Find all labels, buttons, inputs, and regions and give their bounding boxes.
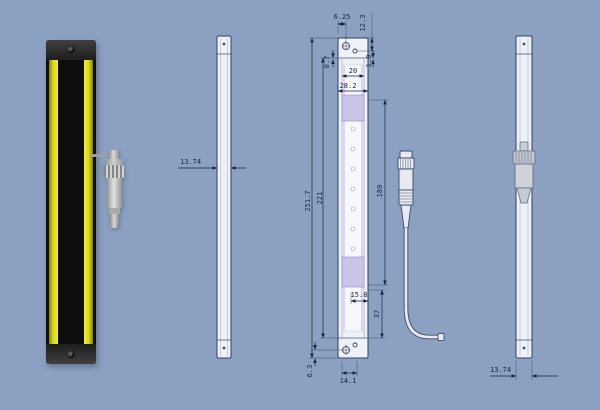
front-body <box>337 37 369 359</box>
side-view-right: 13.74 <box>490 35 558 380</box>
cable-stub <box>90 154 106 157</box>
end-screw-dot <box>222 346 226 350</box>
connector-nub <box>109 150 119 159</box>
connector-ring <box>105 159 123 165</box>
m12-connector <box>102 150 126 228</box>
bottom-end-cap <box>46 344 96 364</box>
window-block-top <box>341 94 365 122</box>
led-dots <box>350 126 356 252</box>
dim-bottom-section-label: 37 <box>373 310 381 318</box>
dim-total-length-label: 251.7 <box>304 190 312 211</box>
dim-side-width-label: 13.74 <box>490 366 511 374</box>
connector-knurled-ring <box>104 165 124 178</box>
product-render-view <box>40 38 170 373</box>
top-end-cap <box>46 40 96 60</box>
end-screw-dot <box>222 42 226 46</box>
window-block-bottom <box>341 256 365 288</box>
dim-bottom-hole-offset-label: 6.3 <box>306 365 314 378</box>
dim-bottom-hole-span-label: 14.1 <box>340 377 357 385</box>
dim-sensing-length-label: 180 <box>376 185 384 198</box>
front-dimensions: 251.7 221 180 37 6.25 1 <box>304 13 388 385</box>
yellow-stripe-right <box>84 60 93 344</box>
dim-bottom-inset-label: 15.8 <box>351 291 368 299</box>
dim-side-width-label: 13.74 <box>180 158 201 166</box>
dim-profile-length-label: 221 <box>316 192 324 205</box>
dim-body-width-label: 28.2 <box>340 82 357 90</box>
dim-wall-right-label: 1.0 <box>365 55 373 68</box>
cable-core <box>404 228 438 339</box>
yellow-stripe-left <box>49 60 58 344</box>
connector-body <box>106 178 122 208</box>
mounting-holes-top <box>341 41 358 54</box>
side-profile-body <box>216 35 232 359</box>
width-dimension: 13.74 <box>178 158 246 170</box>
side-connector <box>512 141 536 204</box>
front-view: 251.7 221 180 37 6.25 1 <box>304 13 445 385</box>
mounting-holes-bottom <box>341 342 358 355</box>
width-dimension: 13.74 <box>490 360 558 380</box>
dim-hole-offset-top-label: 6.25 <box>334 13 351 21</box>
end-screw-dot <box>522 42 526 46</box>
cable-outline <box>403 228 438 340</box>
dim-window-width-label: 20 <box>349 67 357 75</box>
connector-drawing <box>397 150 445 342</box>
connector-neck <box>108 208 120 214</box>
top-screw-hole <box>67 46 75 53</box>
side-view-left: 13.74 <box>178 35 246 359</box>
bottom-screw-hole <box>67 351 75 358</box>
light-bar-body <box>46 40 96 364</box>
dim-wall-left-label: 0.7 <box>323 56 331 69</box>
connector-tip <box>109 214 119 228</box>
cable-end <box>437 333 445 342</box>
dim-hole-offset-side-label: 12.3 <box>359 15 367 32</box>
end-screw-dot <box>522 346 526 350</box>
